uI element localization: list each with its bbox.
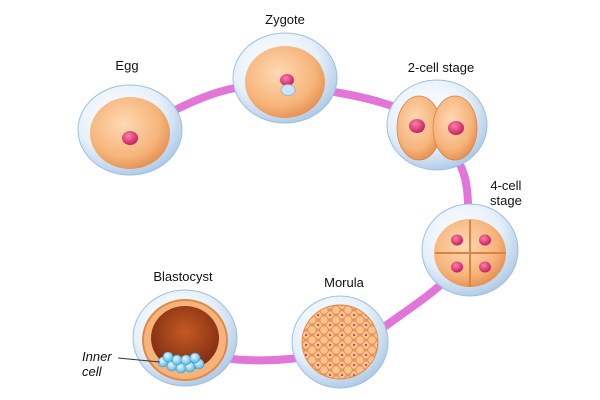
inner-cell-pointer bbox=[117, 357, 161, 363]
label-morula: Morula bbox=[324, 275, 364, 290]
morula-illustration bbox=[291, 295, 389, 389]
two-cell-illustration bbox=[386, 79, 488, 171]
label-inner-cell-line1: Inner bbox=[82, 349, 112, 364]
label-4-cell-line2: stage bbox=[490, 193, 522, 208]
label-4-cell-stage: 4-cell stage bbox=[490, 178, 522, 208]
zygote-illustration bbox=[232, 32, 338, 124]
label-4-cell-line1: 4-cell bbox=[490, 178, 522, 193]
label-zygote: Zygote bbox=[265, 12, 305, 27]
label-2-cell-stage: 2-cell stage bbox=[407, 60, 475, 75]
label-inner-cell: Inner cell bbox=[82, 349, 112, 379]
label-inner-cell-line2: cell bbox=[82, 364, 102, 379]
four-cell-illustration bbox=[421, 203, 519, 297]
inner-cell-mass bbox=[157, 351, 205, 374]
label-egg: Egg bbox=[115, 58, 139, 73]
label-blastocyst: Blastocyst bbox=[153, 269, 213, 284]
blastocyst-illustration bbox=[132, 289, 238, 387]
egg-illustration bbox=[77, 84, 183, 176]
